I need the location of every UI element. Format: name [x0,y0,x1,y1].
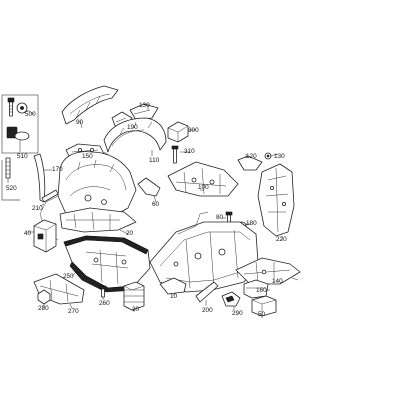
callout-labels: 500 510 520 90 130 190 300 310 150 110 1… [6,102,287,318]
part-220-inner-panel [257,163,295,240]
callout-60: 60 [152,201,160,208]
part-front-longitudinal-right [149,211,259,293]
detail-frame-500-510 [1,94,39,154]
part-130-bracket [129,103,159,121]
callout-310: 310 [184,148,195,155]
fastener-detail-group [1,94,39,201]
callout-210: 210 [32,205,43,212]
part-290-bracket [221,291,241,310]
callout-30: 30 [132,306,140,313]
part-280-clip [37,289,51,308]
callout-200: 200 [202,307,213,314]
callout-260: 260 [99,300,110,307]
callout-40: 40 [24,230,32,237]
callout-190: 190 [127,124,138,131]
part-210-rod [39,189,59,207]
callout-160: 160 [256,287,267,294]
callout-10: 10 [170,293,178,300]
part-100-upper-side-member [167,161,239,197]
part-200-strut [195,281,219,306]
part-10-lower-bracket [159,277,187,296]
callout-180: 180 [246,220,257,227]
callout-100: 100 [198,184,209,191]
part-260-bolt [99,285,107,300]
callout-50: 50 [258,311,266,318]
bolt-500 [7,97,35,117]
part-140-lower-rail [235,257,301,285]
part-90-upper-rail [61,85,119,129]
callout-90: 90 [76,119,84,126]
callout-270: 270 [68,308,79,315]
callout-290: 290 [232,310,243,317]
part-110-wheel-arch [103,117,167,156]
callout-130-top: 130 [139,102,150,109]
part-30-bumper-mount [123,281,145,312]
part-40-side-member [28,219,57,253]
part-300-mount [167,121,196,143]
callout-20: 20 [126,230,134,237]
part-20-cross-member [59,207,137,235]
callout-220: 220 [276,236,287,243]
part-310-bolt [171,145,190,164]
callout-120: 120 [246,153,257,160]
callout-130-right: 130 [274,153,285,160]
callout-280: 280 [38,305,49,312]
callout-500: 500 [25,111,36,118]
part-60-bracket [137,177,161,203]
part-50-block [251,295,277,318]
screw-520 [5,157,11,183]
clip-510 [6,126,30,152]
callout-110: 110 [149,157,160,164]
detail-frame-520 [1,160,20,201]
callout-520: 520 [6,185,17,192]
callout-80: 80 [216,214,224,221]
callout-150: 150 [82,153,93,160]
part-270-crossbar [33,273,85,309]
callout-510: 510 [17,153,28,160]
part-130-clip-right [264,152,279,160]
callout-300: 300 [188,127,199,134]
callout-140: 140 [272,278,283,285]
callout-250: 250 [63,273,74,280]
callout-170: 170 [52,166,63,173]
part-120-bracket [237,154,263,171]
